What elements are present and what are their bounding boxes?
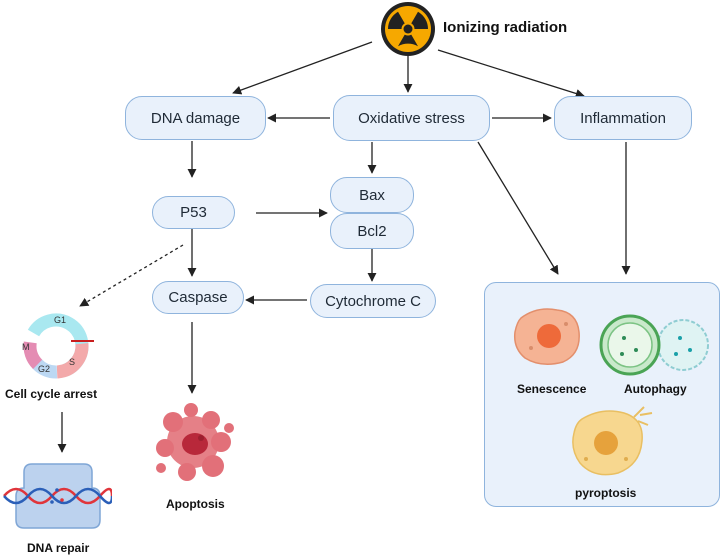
pyroptosis-cell-icon [572,406,653,476]
senescence-label: Senescence [517,382,587,396]
inflammation-node: Inflammation [554,96,692,140]
dna-damage-label: DNA damage [150,109,241,127]
ionizing-radiation-label: Ionizing radiation [443,19,568,36]
pyroptosis-label: pyroptosis [575,486,637,500]
bax-node: Bax [330,177,414,213]
cell-cycle-arrest-label: Cell cycle arrest [5,387,98,401]
caspase-node: Caspase [152,281,244,314]
cytochrome-c-label: Cytochrome C [325,292,421,310]
apoptosis-cell-icon [156,403,234,481]
dna-repair-label: DNA repair [27,541,90,555]
senescence-cell-icon [513,308,580,365]
bax-label: Bax [359,186,385,204]
p53-label: P53 [180,204,207,221]
arrow-radiation-to-inflammation [437,49,585,98]
cytochrome-c-node: Cytochrome C [310,284,436,318]
phase-s-label: S [69,357,75,367]
inflammation-label: Inflammation [580,109,666,127]
arrow-p53-to-cell-cycle-arrest [79,244,184,307]
oxidative-stress-label: Oxidative stress [358,109,465,127]
caspase-label: Caspase [168,289,228,306]
bcl2-label: Bcl2 [357,222,387,240]
arrow-oxidative-to-outcomes [477,141,559,275]
dna-repair-icon [3,463,112,529]
bcl2-node: Bcl2 [330,213,414,249]
autophagy-label: Autophagy [624,382,687,396]
phase-m-label: M [22,342,30,352]
cell-cycle-icon: G1 S G2 M [22,313,94,379]
radiation-icon [381,2,435,56]
dna-damage-node: DNA damage [125,96,266,140]
phase-g1-label: G1 [54,315,66,325]
p53-node: P53 [152,196,235,229]
autophagy-icon [599,314,709,376]
phase-g2-label: G2 [38,364,50,374]
apoptosis-label: Apoptosis [166,497,225,511]
arrow-radiation-to-dna-damage [232,41,373,95]
oxidative-stress-node: Oxidative stress [333,95,490,141]
